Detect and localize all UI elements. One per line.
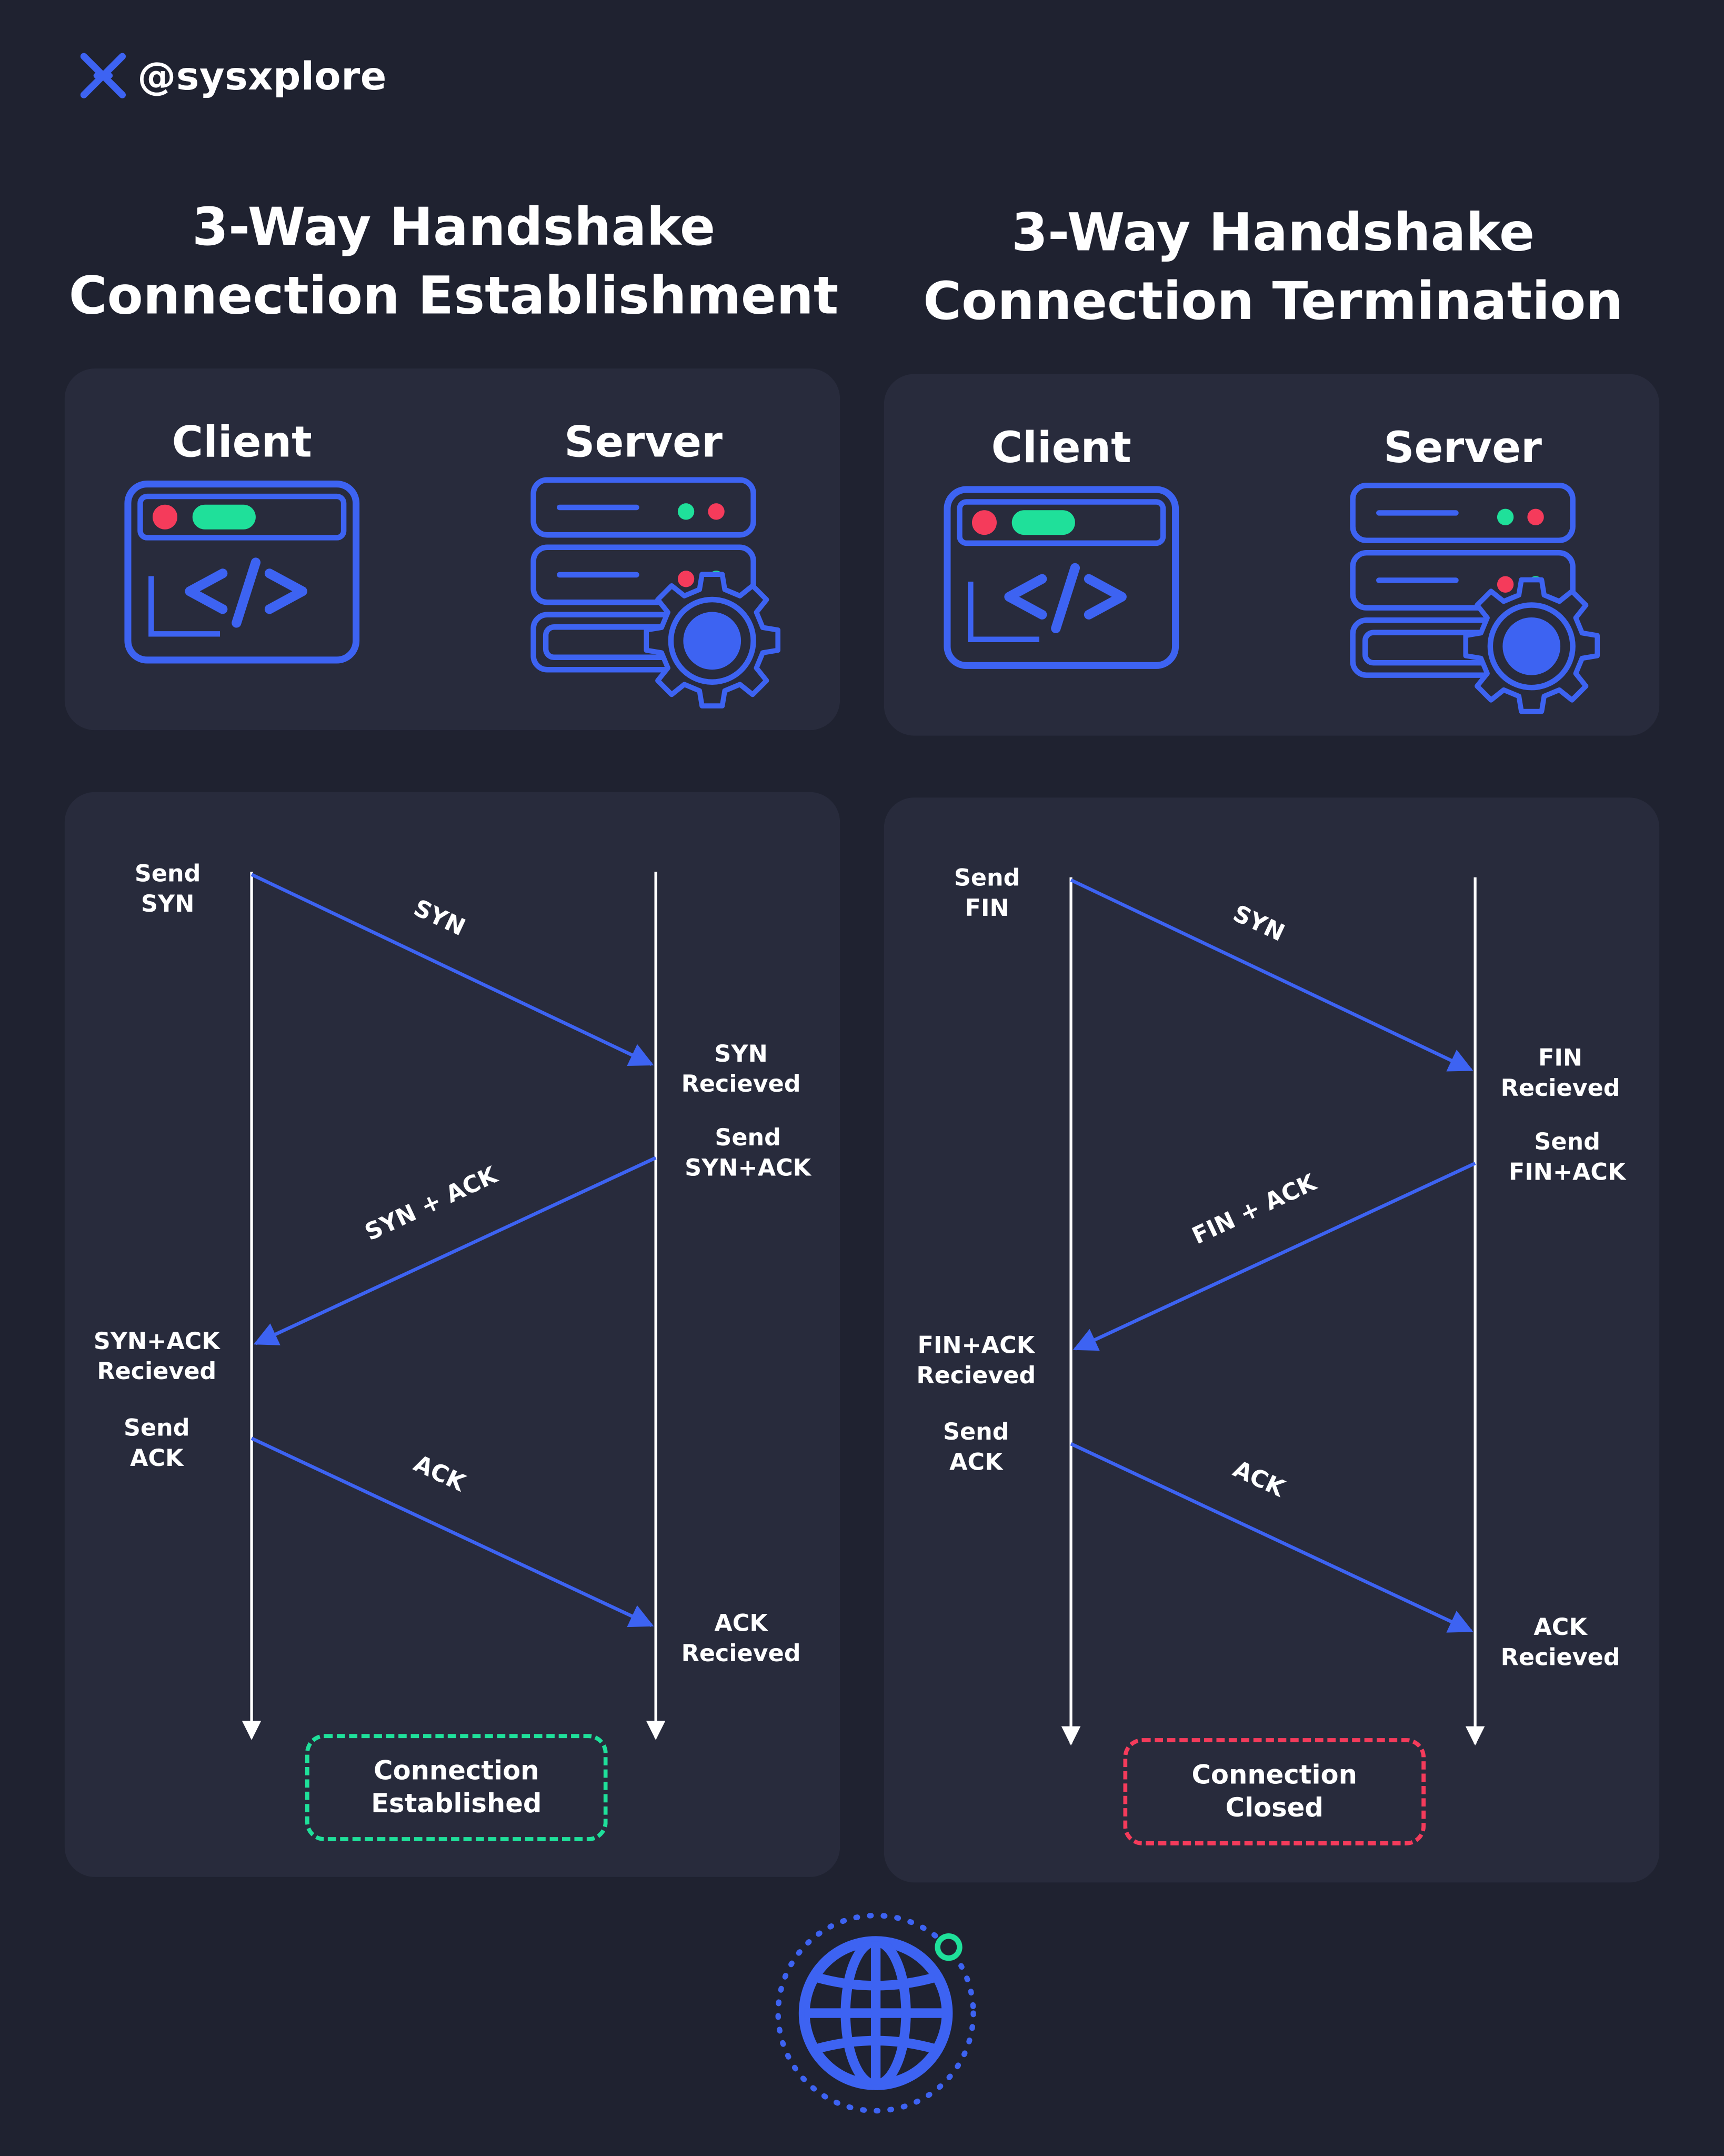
code-window-icon — [944, 486, 1179, 669]
server-gear-icon — [530, 477, 781, 708]
establishment-note-ack-received: ACK Recieved — [679, 1609, 803, 1670]
note-line: Send — [954, 865, 1020, 893]
establishment-ack-arrow — [250, 1436, 654, 1628]
code-window-icon — [124, 481, 360, 664]
establishment-note-send-syn: Send SYN — [113, 860, 223, 920]
establishment-title-line2: Connection Establishment — [68, 265, 839, 326]
note-line: Send — [943, 1419, 1009, 1447]
termination-client-label: Client — [991, 423, 1131, 473]
server-gear-icon — [1350, 482, 1600, 714]
note-line: Recieved — [1500, 1075, 1620, 1103]
termination-fin-arrow — [1070, 878, 1474, 1072]
termination-finack-arrow — [1073, 1162, 1476, 1351]
note-line: SYN+ACK — [93, 1328, 220, 1356]
note-line: Recieved — [681, 1071, 801, 1099]
termination-note-send-fin: Send FIN — [932, 864, 1042, 924]
termination-note-send-finack: Send FIN+ACK — [1499, 1127, 1636, 1188]
note-line: Send — [124, 1415, 190, 1443]
note-line: Send — [715, 1124, 781, 1153]
note-line: Recieved — [916, 1362, 1036, 1391]
note-line: ACK — [714, 1610, 768, 1638]
termination-ack-arrow — [1070, 1442, 1474, 1633]
brand: @sysxplore — [80, 52, 387, 99]
termination-note-finack-received: FIN+ACK Recieved — [907, 1331, 1045, 1392]
establishment-syn-arrow — [250, 873, 654, 1066]
note-line: SYN — [141, 891, 195, 919]
status-badge-closed: Connection Closed — [1123, 1738, 1426, 1845]
establishment-client-label: Client — [172, 418, 312, 468]
status-badge-established: Connection Established — [305, 1734, 608, 1842]
termination-note-fin-received: FIN Recieved — [1499, 1044, 1622, 1104]
note-line: Send — [1534, 1129, 1600, 1157]
termination-title-line1: 3-Way Handshake — [1011, 202, 1535, 263]
note-line: FIN+ACK — [1508, 1159, 1626, 1187]
termination-title-line2: Connection Termination — [923, 271, 1623, 332]
termination-note-ack-received: ACK Recieved — [1499, 1613, 1622, 1673]
x-logo-icon — [80, 53, 126, 98]
establishment-synack-arrow — [253, 1156, 657, 1345]
note-line: ACK — [1533, 1614, 1587, 1642]
note-line: SYN — [714, 1041, 768, 1069]
note-line: Recieved — [681, 1640, 801, 1668]
note-line: ACK — [130, 1445, 184, 1473]
status-line: Connection — [374, 1756, 539, 1786]
termination-server-label: Server — [1384, 423, 1542, 473]
establishment-note-send-ack: Send ACK — [102, 1414, 212, 1474]
termination-title: 3-Way Handshake Connection Termination — [874, 198, 1671, 335]
establishment-note-syn-received: SYN Recieved — [679, 1040, 803, 1100]
termination-sequence-panel — [884, 797, 1660, 1883]
note-line: FIN — [965, 895, 1009, 923]
establishment-title-line1: 3-Way Handshake — [192, 196, 716, 257]
establishment-server-label: Server — [564, 418, 723, 468]
note-line: FIN+ACK — [917, 1332, 1035, 1360]
termination-note-send-ack: Send ACK — [921, 1418, 1031, 1478]
status-line: Established — [371, 1789, 542, 1820]
establishment-title: 3-Way Handshake Connection Establishment — [55, 193, 852, 330]
establishment-sequence-panel — [64, 792, 840, 1877]
establishment-note-send-synack: Send SYN+ACK — [679, 1123, 817, 1184]
note-line: FIN — [1538, 1045, 1583, 1073]
note-line: Send — [134, 861, 201, 889]
note-line: Recieved — [97, 1359, 217, 1386]
note-line: ACK — [949, 1449, 1003, 1477]
brand-handle: @sysxplore — [137, 53, 387, 98]
establishment-note-synack-received: SYN+ACK Recieved — [88, 1327, 225, 1388]
note-line: Recieved — [1500, 1644, 1620, 1672]
note-line: SYN+ACK — [685, 1155, 811, 1183]
status-line: Closed — [1225, 1793, 1324, 1824]
status-line: Connection — [1191, 1760, 1357, 1791]
globe-icon — [775, 1912, 976, 2114]
